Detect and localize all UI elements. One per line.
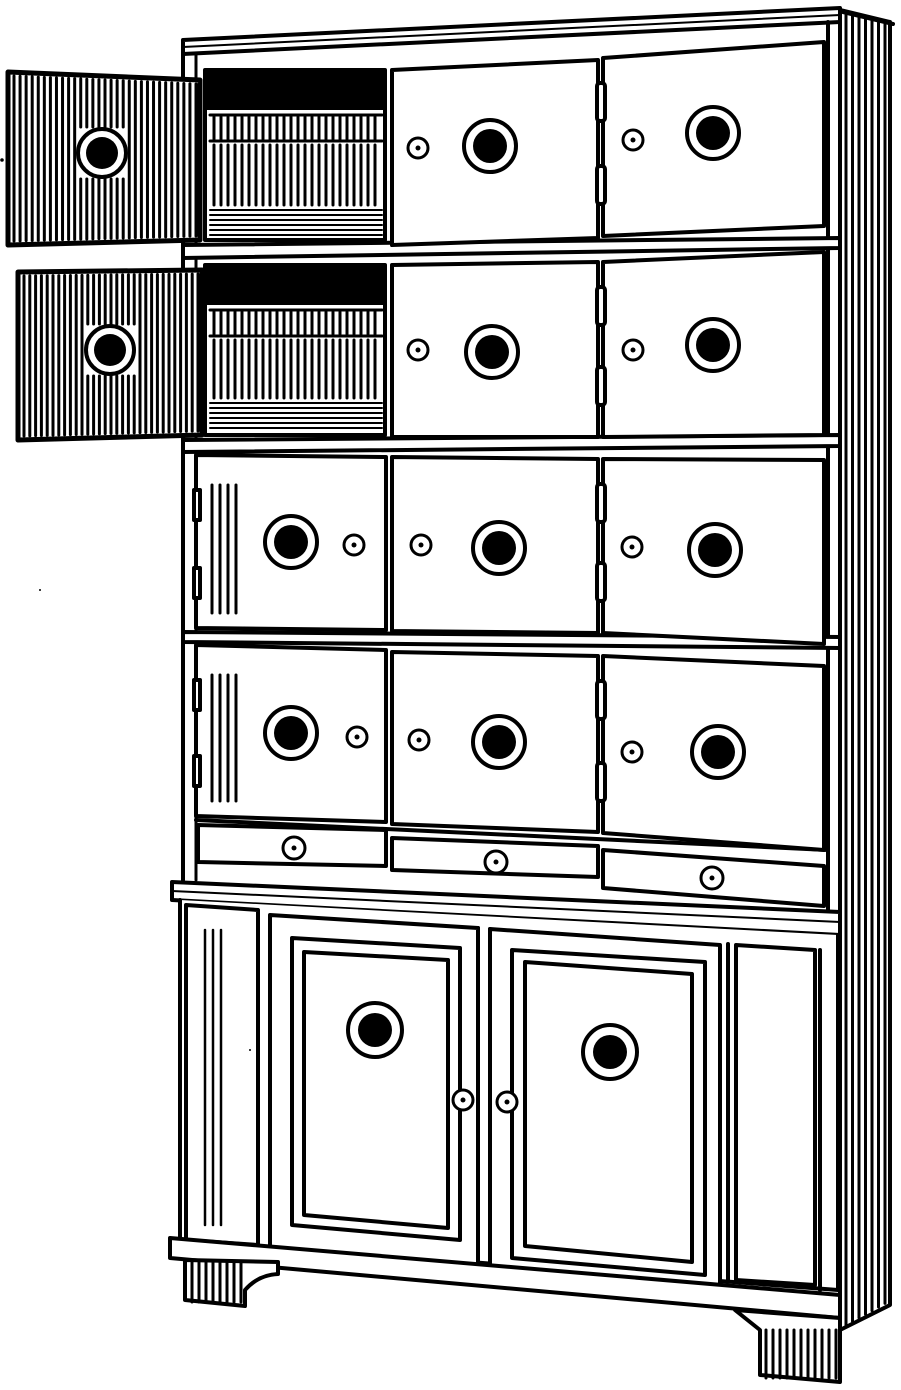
compartment-door xyxy=(595,457,826,646)
drawer xyxy=(390,836,600,879)
hinge-icon xyxy=(595,679,607,721)
drawer-row xyxy=(196,823,826,908)
compartment-door xyxy=(595,40,826,238)
lock-icon xyxy=(274,716,308,750)
lock-icon xyxy=(274,525,308,559)
open-compartment-interior-row-2 xyxy=(203,263,387,437)
knob-center xyxy=(630,137,636,143)
compartment-grid xyxy=(192,40,826,852)
lock-icon xyxy=(475,335,509,369)
knob-center xyxy=(709,875,715,881)
hinge-icon xyxy=(192,678,202,712)
hinge-icon xyxy=(595,285,607,327)
lock-icon xyxy=(94,334,126,366)
cabinet-side-panel xyxy=(838,8,895,1332)
compartment-door xyxy=(192,453,388,632)
hinge-icon xyxy=(595,561,607,603)
lock-icon xyxy=(482,531,516,565)
paper-specks xyxy=(0,158,251,1051)
knob-center xyxy=(416,737,422,743)
lower-door-left xyxy=(268,913,480,1272)
lock-icon xyxy=(473,129,507,163)
lock-icon xyxy=(698,533,732,567)
hinge-icon xyxy=(595,482,607,524)
hinge-icon xyxy=(192,488,202,522)
compartment-door xyxy=(595,654,826,852)
drawer xyxy=(601,848,826,908)
open-compartment-interior-row-1 xyxy=(203,68,387,242)
knob-center xyxy=(629,544,635,550)
compartment-door xyxy=(390,650,600,834)
hinge-icon xyxy=(192,754,202,788)
knob-center xyxy=(630,347,636,353)
lock-icon xyxy=(86,137,118,169)
compartment-door xyxy=(390,58,600,247)
open-door-row-1 xyxy=(5,69,203,248)
lower-door-right xyxy=(488,927,722,1292)
lock-icon xyxy=(358,1013,392,1047)
knob-center xyxy=(291,845,297,851)
compartment-door xyxy=(390,260,600,439)
hinge-icon xyxy=(595,761,607,803)
compartment-door xyxy=(595,250,826,439)
compartment-door xyxy=(390,455,600,635)
hinge-icon xyxy=(595,164,607,206)
hinge-icon xyxy=(595,81,607,123)
knob-center xyxy=(493,859,499,865)
drawer xyxy=(196,823,388,868)
lock-icon xyxy=(482,725,516,759)
lock-icon xyxy=(696,328,730,362)
knob-center xyxy=(629,749,635,755)
knob-center xyxy=(415,145,421,151)
lock-icon xyxy=(696,116,730,150)
knob-center xyxy=(418,542,424,548)
open-door-row-2 xyxy=(15,267,205,443)
hinge-icon xyxy=(192,566,202,600)
hinge-icon xyxy=(595,365,607,407)
knob-center xyxy=(415,347,421,353)
knob-center xyxy=(354,734,360,740)
lock-icon xyxy=(593,1035,627,1069)
compartment-door xyxy=(192,643,388,824)
lock-icon xyxy=(701,735,735,769)
knob-center xyxy=(351,542,357,548)
feet xyxy=(183,1258,842,1384)
